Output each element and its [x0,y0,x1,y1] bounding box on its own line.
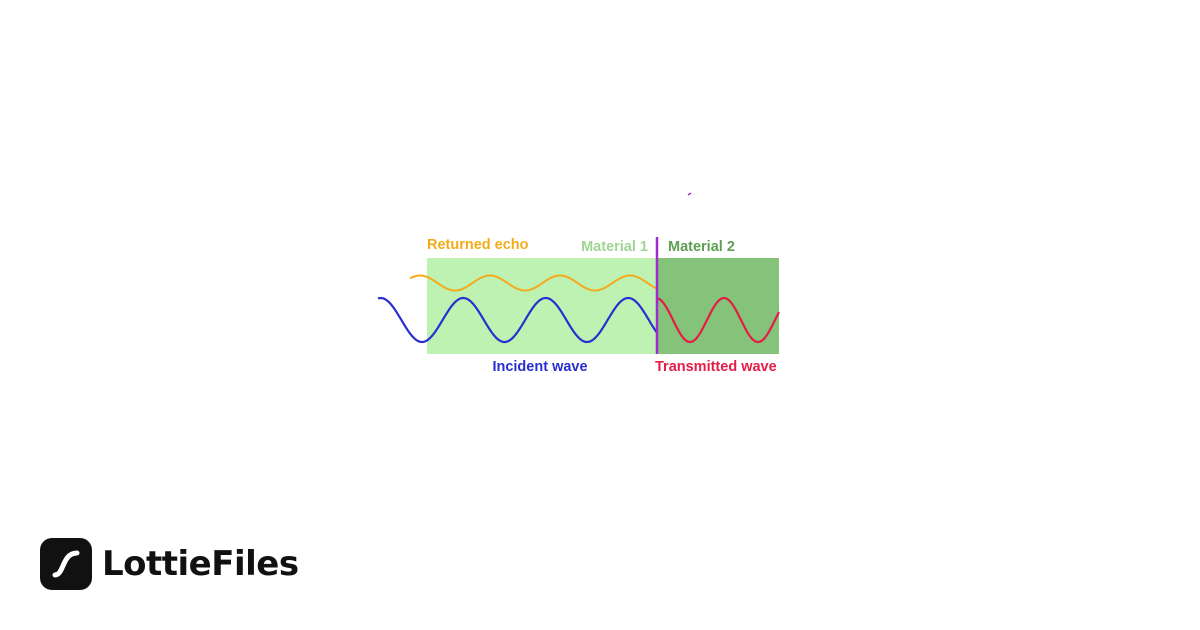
lottiefiles-brand[interactable]: LottieFiles [40,538,299,590]
incident-wave [377,296,658,344]
material-1-label: Material 1 [581,239,648,255]
returned-echo-label: Returned echo [427,237,529,253]
lottiefiles-logo-icon [40,538,92,590]
incident-wave-label: Incident wave [492,359,587,375]
material-2-region [657,258,779,354]
brand-name: LottieFiles [102,544,299,584]
transmitted-wave-label: Transmitted wave [655,359,777,375]
material-2-label: Material 2 [668,239,735,255]
material-1-region [427,258,657,354]
stray-mark [687,192,692,196]
returned-echo-wave [409,274,658,292]
transmitted-wave [656,296,780,344]
